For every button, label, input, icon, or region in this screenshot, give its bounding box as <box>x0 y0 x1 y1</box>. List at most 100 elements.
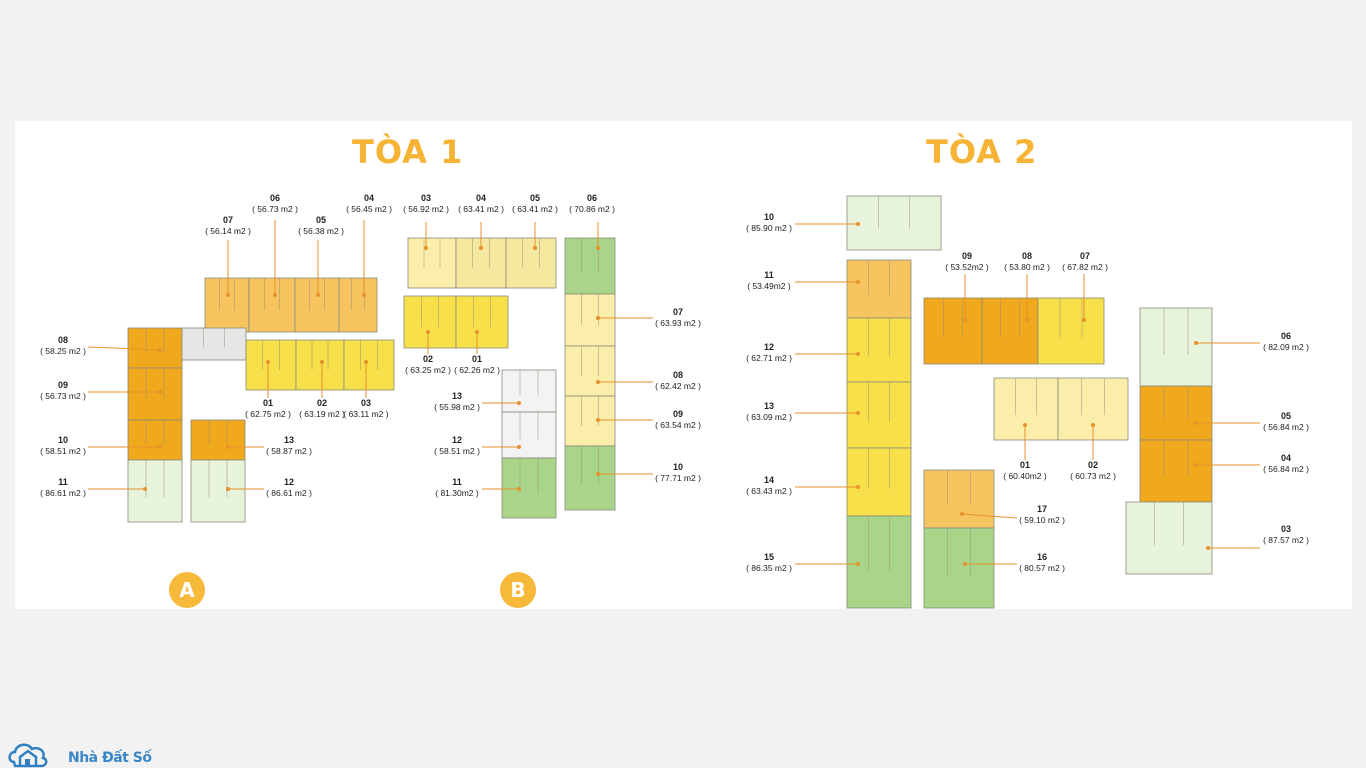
leader-dot <box>1023 423 1027 427</box>
unit-number: 10 <box>672 462 683 472</box>
leader-dot <box>266 360 270 364</box>
unit-t1-07 <box>204 277 250 333</box>
unit-label-t1b-07: 07( 63.93 m2 ) <box>653 307 703 329</box>
leader-dot <box>320 360 324 364</box>
unit-label-t2-16: 16( 80.57 m2 ) <box>1017 552 1067 574</box>
block-a-badge: A <box>169 572 205 608</box>
unit-t1-03 <box>343 339 395 391</box>
leader-dot <box>596 246 600 250</box>
unit-area: ( 82.09 m2 ) <box>1263 342 1309 352</box>
unit-t2-15 <box>846 515 912 609</box>
unit-t1-09 <box>127 367 183 421</box>
unit-area: ( 56.73 m2 ) <box>252 204 298 214</box>
leader-dot <box>158 445 162 449</box>
unit-area: ( 56.73 m2 ) <box>40 391 86 401</box>
tower-2-title: TÒA 2 <box>926 133 1038 171</box>
leader-dot <box>424 246 428 250</box>
unit-label-t1-11: 11( 86.61 m2 ) <box>38 477 88 499</box>
unit-t1b-03 <box>407 237 457 289</box>
unit-label-t2-12: 12( 62.71 m2 ) <box>743 342 795 364</box>
unit-t1-05 <box>294 277 340 333</box>
unit-number: 01 <box>471 354 482 364</box>
unit-area: ( 59.10 m2 ) <box>1019 515 1065 525</box>
unit-t2-14 <box>846 447 912 517</box>
unit-number: 12 <box>283 477 294 487</box>
unit-area: ( 56.92 m2 ) <box>403 204 449 214</box>
leader-dot <box>316 293 320 297</box>
unit-label-t1b-06: 06( 70.86 m2 ) <box>567 193 617 215</box>
unit-label-t1b-03: 03( 56.92 m2 ) <box>401 193 451 215</box>
unit-label-t2-15: 15( 86.35 m2 ) <box>743 552 795 574</box>
leader-dot <box>596 472 600 476</box>
unit-area: ( 62.71 m2 ) <box>746 353 792 363</box>
unit-label-t1-06: 06( 56.73 m2 ) <box>250 193 300 215</box>
unit-label-t2-08: 08( 53.80 m2 ) <box>1002 251 1052 273</box>
unit-number: 11 <box>58 477 68 487</box>
unit-t1-01 <box>245 339 297 391</box>
leader-dot <box>1194 463 1198 467</box>
unit-label-t1b-13: 13( 55.98 m2 ) <box>432 391 482 413</box>
leader-line <box>87 346 161 351</box>
unit-area: ( 70.86 m2 ) <box>569 204 615 214</box>
unit-number: 01 <box>1019 460 1030 470</box>
unit-number: 10 <box>763 212 774 222</box>
unit-number: 08 <box>672 370 683 380</box>
leader-dot <box>1194 421 1198 425</box>
unit-label-t2-11: 11( 53.49m2 ) <box>743 270 795 292</box>
unit-label-t1b-10: 10( 77.71 m2 ) <box>653 462 703 484</box>
leader-dot <box>362 293 366 297</box>
unit-label-t1b-08: 08( 62.42 m2 ) <box>653 370 703 392</box>
leader-dot <box>143 487 147 491</box>
leader-line <box>961 513 1018 519</box>
unit-t1b-07 <box>564 293 616 347</box>
leader-dot <box>1091 423 1095 427</box>
unit-number: 06 <box>269 193 280 203</box>
leader-dot <box>364 360 368 364</box>
leader-dot <box>426 330 430 334</box>
unit-t1b-02 <box>403 295 457 349</box>
unit-area: ( 56.14 m2 ) <box>205 226 251 236</box>
leader-dot <box>856 352 860 356</box>
unit-number: 06 <box>1280 331 1291 341</box>
unit-area: ( 60.73 m2 ) <box>1070 471 1116 481</box>
unit-t2-06 <box>1139 307 1213 387</box>
unit-number: 12 <box>763 342 774 352</box>
leader-lines <box>87 220 1260 566</box>
unit-number: 17 <box>1036 504 1047 514</box>
unit-number: 05 <box>529 193 540 203</box>
leader-dot <box>1194 341 1198 345</box>
unit-t1b-12 <box>501 411 557 459</box>
unit-area: ( 63.54 m2 ) <box>655 420 701 430</box>
leader-dot <box>226 487 230 491</box>
unit-area: ( 86.61 m2 ) <box>40 488 86 498</box>
unit-area: ( 80.57 m2 ) <box>1019 563 1065 573</box>
unit-area: ( 81.30m2 ) <box>435 488 479 498</box>
unit-t1b-08 <box>564 345 616 397</box>
unit-label-t1-10: 10( 58.51 m2 ) <box>38 435 88 457</box>
unit-label-t2-07: 07( 67.82 m2 ) <box>1060 251 1110 273</box>
unit-number: 05 <box>315 215 326 225</box>
leader-dot <box>479 246 483 250</box>
unit-label-t1-08: 08( 58.25 m2 ) <box>38 335 88 357</box>
unit-label-t2-06: 06( 82.09 m2 ) <box>1260 331 1312 353</box>
unit-number: 15 <box>763 552 774 562</box>
unit-t2-11 <box>846 259 912 319</box>
leader-dot <box>1082 318 1086 322</box>
unit-area: ( 56.84 m2 ) <box>1263 422 1309 432</box>
unit-number: 04 <box>1280 453 1291 463</box>
unit-label-t1-03: 03( 63.11 m2 ) <box>341 398 391 420</box>
leader-dot <box>158 390 162 394</box>
unit-area: ( 62.42 m2 ) <box>655 381 701 391</box>
unit-area: ( 63.43 m2 ) <box>746 486 792 496</box>
unit-number: 03 <box>360 398 371 408</box>
unit-label-t1-02: 02( 63.19 m2 ) <box>297 398 347 420</box>
unit-t2-03 <box>1125 501 1213 575</box>
leader-dot <box>517 487 521 491</box>
unit-area: ( 56.84 m2 ) <box>1263 464 1309 474</box>
unit-label-t2-13: 13( 63.09 m2 ) <box>743 401 795 423</box>
apartment-blocks <box>127 195 1213 609</box>
unit-area: ( 62.75 m2 ) <box>245 409 291 419</box>
unit-area: ( 63.19 m2 ) <box>299 409 345 419</box>
unit-number: 07 <box>1079 251 1090 261</box>
unit-area: ( 63.11 m2 ) <box>343 409 389 419</box>
